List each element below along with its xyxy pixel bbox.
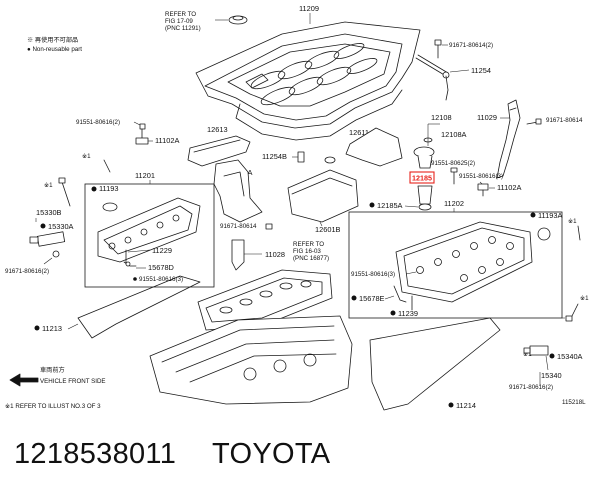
drawing-code: 115218L: [562, 399, 586, 406]
label-15340: 15340: [541, 371, 562, 380]
label-15330B: 15330B: [36, 208, 62, 217]
label-91671-80616-2-right: 91671-80616(2): [509, 384, 553, 391]
label-91671-80616-2-left: 91671-80616(2): [5, 268, 49, 275]
oil-filler-cap-drawing: [228, 15, 248, 25]
insulator-12601B-drawing: [287, 169, 359, 223]
intake-manifold-drawing: [197, 269, 333, 331]
grommet-drawing: [297, 151, 336, 164]
left-gasket-drawing: [77, 275, 201, 339]
label-11102A-right: 11102A: [497, 183, 521, 192]
label-91671-80614-top: 91671-80614(2): [449, 42, 493, 49]
left-valve-cover-drawing: [97, 197, 201, 263]
label-12613: 12613: [207, 125, 228, 134]
insulator-12612A-drawing: [213, 159, 263, 223]
note-mark-1-left-b: ※1: [44, 182, 53, 189]
note-mark-1-right-c: ※1: [523, 351, 532, 358]
label-11202: 11202: [444, 199, 464, 208]
filler-cap-drawing: [413, 137, 435, 169]
right-cover-group-box: [348, 211, 563, 319]
label-15340A: 15340A: [557, 352, 583, 361]
sensor-15340-drawing: [523, 345, 549, 356]
label-11239: 11239: [398, 309, 418, 318]
note-mark-1-left-a: ※1: [82, 153, 91, 160]
legend-reusable: ※ 再使用不可部品: [27, 36, 78, 44]
label-11229: 11229: [152, 246, 172, 255]
ref-fig-17-09-line2: FIG 17-09: [165, 18, 193, 25]
right-valve-cover-drawing: [395, 221, 551, 303]
right-gasket-drawing: [369, 317, 501, 411]
label-11193A: 11193A: [538, 211, 562, 220]
filler-neck-drawing: [417, 185, 433, 211]
cover-insulator-drawing: [345, 127, 403, 167]
label-11214: 11214: [456, 401, 476, 410]
ref-fig-16-03-line2: FIG 16-03: [293, 248, 321, 255]
cover-rod-drawing: [415, 39, 450, 101]
label-12108A: 12108A: [441, 130, 467, 139]
footnote: ※1 REFER TO ILLUST NO.3 OF 3: [5, 403, 101, 410]
highlight-part-12185: 12185: [409, 171, 435, 184]
label-11254B: 11254B: [262, 152, 287, 161]
label-11254: 11254: [471, 66, 491, 75]
label-15678E: 15678E: [359, 294, 385, 303]
label-15678D: 15678D: [148, 263, 174, 272]
ref-fig-16-03-line3: (PNC 16877): [293, 255, 329, 262]
ref-fig-16-03-line1: REFER TO: [293, 241, 324, 248]
caption-brand: TOYOTA: [211, 438, 331, 470]
label-11209: 11209: [299, 4, 319, 13]
label-91671-80614-right: 91671-80614: [546, 117, 583, 124]
label-12108: 12108: [431, 113, 452, 122]
stud-drawing: [52, 250, 60, 258]
ref-fig-17-09-line3: (PNC 11291): [165, 25, 201, 32]
label-91551-80616-3-cover: 91551-80616(3): [351, 271, 395, 278]
label-11028: 11028: [265, 250, 285, 259]
intake-insulator-drawing: [187, 135, 251, 167]
vehicle-front-arrow: [9, 373, 39, 387]
bracket-11029-drawing: [496, 99, 521, 179]
label-12611: 12611: [349, 128, 369, 137]
engine-block-drawing: [149, 315, 353, 405]
ref-fig-17-09-line1: REFER TO: [165, 11, 196, 18]
label-12601B: 12601B: [315, 225, 341, 234]
label-91551-80616-3-left: 91551-80616(3): [139, 276, 183, 283]
label-91551-80625-2: 91551-80625(2): [431, 160, 475, 167]
parts-diagram: ※ 再使用不可部品 ● Non-reusable part REFER TO F…: [5, 4, 589, 411]
bolt-drawing: [135, 123, 149, 145]
engine-cover-drawing: [195, 21, 421, 141]
label-11201: 11201: [135, 171, 155, 180]
left-cover-group-box: [84, 183, 215, 288]
caption-part-number: 1218538011: [14, 438, 177, 470]
front-arrow-en: VEHICLE FRONT SIDE: [40, 378, 106, 385]
label-12185A: 12185A: [377, 201, 403, 210]
label-11102A-left: 11102A: [155, 136, 179, 145]
note-mark-1-right-a: ※1: [568, 218, 577, 225]
legend-non-reusable: ● Non-reusable part: [27, 46, 82, 53]
caption: 1218538011 TOYOTA: [14, 438, 330, 471]
label-91551-80616-2: 91551-80616(2): [76, 119, 120, 126]
label-12185-highlight: 12185: [412, 174, 432, 183]
label-11193-left: 11193: [99, 184, 118, 193]
label-11213: 11213: [42, 324, 62, 333]
label-91551-80616-3-right: 91551-80616(3): [459, 173, 503, 180]
label-15330A: 15330A: [48, 222, 74, 231]
bracket-11028-drawing: [231, 239, 245, 271]
tube-drawing: [123, 261, 137, 267]
solenoid-drawing: [29, 231, 66, 247]
front-arrow-jp: 車両前方: [40, 366, 65, 374]
note-mark-1-right-b: ※1: [580, 295, 589, 302]
right-bolt-drawing: [477, 183, 489, 197]
label-11029: 11029: [477, 113, 497, 122]
label-91671-80614-mid: 91671-80614: [220, 223, 257, 230]
